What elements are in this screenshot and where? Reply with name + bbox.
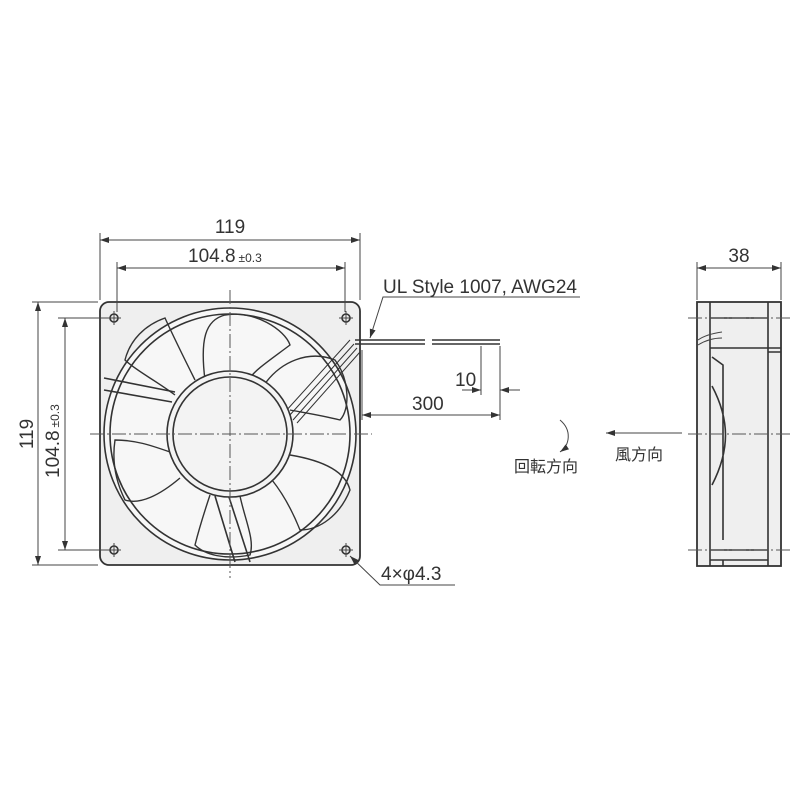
rotation-direction-label: 回転方向	[514, 457, 578, 476]
hole-pitch-height-dimension: 104.8±0.3	[43, 404, 64, 478]
fan-blades	[113, 313, 351, 558]
fan-strut-bottom	[214, 493, 251, 563]
cable-strut	[284, 339, 361, 424]
fan-strut-left	[103, 377, 176, 403]
airflow-direction-label: 風方向	[615, 445, 663, 464]
height-dimension: 119	[17, 419, 38, 449]
strip-length-dimension: 10	[455, 370, 476, 391]
depth-dimension: 38	[728, 246, 749, 267]
side-center-lines	[688, 317, 790, 551]
dimensions-front: 119 104.8±0.3 119 104.8±0.3 UL Style 100…	[17, 217, 580, 586]
side-view: 38 風方向	[606, 246, 790, 567]
mounting-holes	[107, 311, 353, 557]
hole-pitch-width-dimension: 104.8±0.3	[188, 246, 262, 267]
cable-length-dimension: 300	[412, 394, 444, 415]
front-view	[90, 290, 500, 578]
cable-spec-label: UL Style 1007, AWG24	[383, 277, 577, 298]
cable	[355, 339, 500, 345]
mounting-hole-label: 4×φ4.3	[381, 564, 441, 585]
width-dimension: 119	[215, 217, 245, 238]
rotation-arrow-icon	[559, 419, 570, 453]
